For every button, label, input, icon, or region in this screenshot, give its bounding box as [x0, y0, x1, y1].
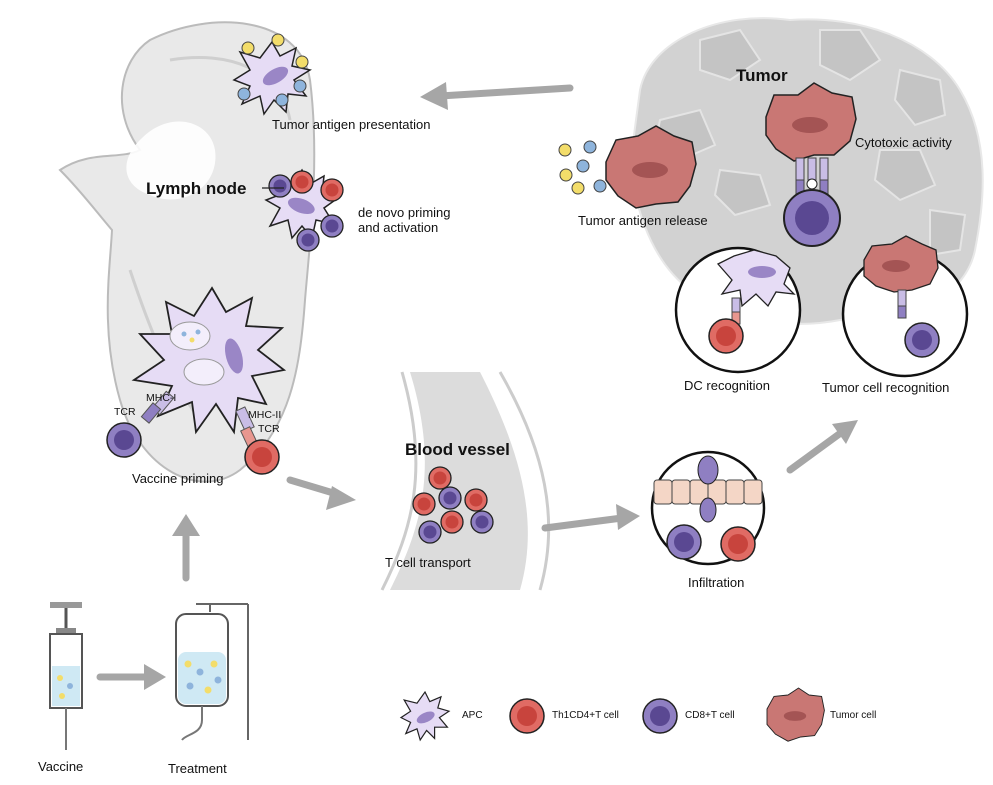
apc-de-novo-priming — [264, 168, 344, 252]
treatment-iv-bag — [175, 603, 249, 741]
label-tcr-left: TCR — [114, 406, 136, 418]
label-tumor: Tumor — [736, 66, 788, 85]
vaccine-syringe — [49, 602, 83, 750]
legend-cd4-icon — [509, 698, 545, 734]
label-lymph-node: Lymph node — [146, 179, 247, 198]
label-vaccine: Vaccine — [38, 759, 84, 774]
cytotoxic-tumor-cell — [765, 82, 857, 162]
cd8-t-cell-cytotoxic — [783, 189, 841, 247]
mhc-i-complex — [140, 390, 175, 424]
legend-cd8-label: CD8+T cell — [685, 710, 735, 721]
label-mhc-ii: MHC-II — [248, 409, 282, 421]
legend-tumor-icon — [766, 687, 825, 742]
label-tumor-cell-recognition: Tumor cell recognition — [822, 380, 950, 395]
arrowheads — [144, 82, 858, 690]
label-t-cell-transport: T cell transport — [385, 555, 471, 570]
label-infiltration: Infiltration — [688, 575, 745, 590]
dc-recognition-panel — [674, 246, 802, 374]
label-tcr-right: TCR — [258, 423, 280, 435]
cytotoxic-synapse — [795, 157, 829, 195]
infiltration-panel — [650, 450, 766, 566]
cd4-t-cell-vaccine — [244, 439, 280, 475]
cd8-t-cell-vaccine — [106, 422, 142, 458]
apc-antigen-presentation — [232, 33, 312, 116]
label-vaccine-priming: Vaccine priming — [132, 471, 224, 486]
label-tumor-antigen-presentation: Tumor antigen presentation — [272, 117, 431, 132]
tumor-cell-release — [605, 125, 697, 209]
blood-vessel — [380, 371, 551, 591]
legend-cd8-icon — [642, 698, 678, 734]
label-tumor-antigen-release: Tumor antigen release — [578, 213, 708, 228]
label-treatment: Treatment — [168, 761, 227, 776]
label-dc-recognition: DC recognition — [684, 378, 770, 393]
legend-apc-label: APC — [462, 710, 483, 721]
legend-cd4-label: Th1CD4+T cell — [552, 710, 619, 721]
antigen-particles — [558, 140, 607, 195]
legend-tumor-label: Tumor cell — [830, 710, 877, 721]
label-cytotoxic-activity: Cytotoxic activity — [855, 135, 952, 150]
label-de-novo-priming: de novo priming and activation — [358, 205, 451, 235]
label-mhc-i: MHC-I — [146, 392, 177, 404]
tumor-recognition-panel — [841, 235, 969, 378]
legend-apc-icon — [400, 691, 450, 741]
label-blood-vessel: Blood vessel — [405, 440, 510, 459]
